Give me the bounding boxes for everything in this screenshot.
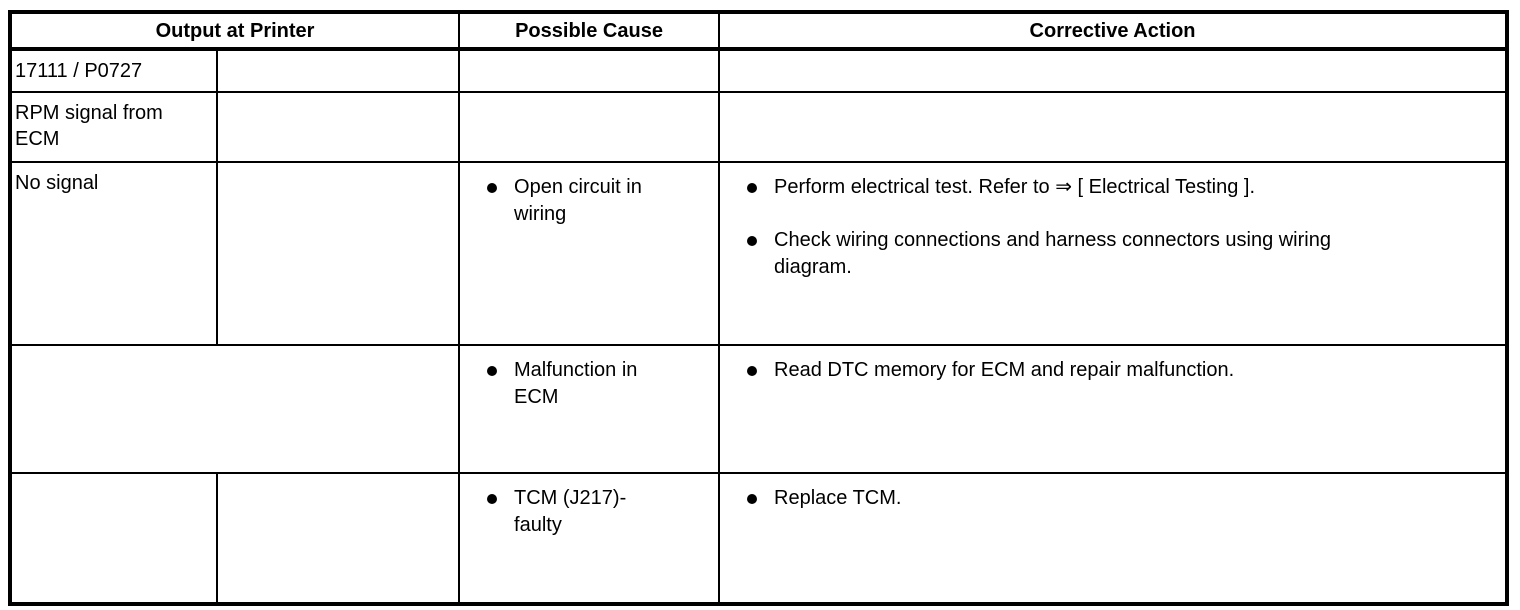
cell-dtc-description: RPM signal from ECM [9,91,218,163]
cell-dtc-code: 17111 / P0727 [9,48,218,93]
bullet-icon [487,366,498,376]
table-row-no-signal: No signal Open circuit in wiring Perform… [9,161,1509,346]
cell-empty [215,161,461,346]
action-item: Check wiring connections and harness con… [721,227,1497,281]
cell-empty [458,48,721,93]
cell-empty [458,91,721,163]
cell-empty [718,48,1509,93]
cause-item: Open circuit in wiring [461,174,710,228]
action-text: Check wiring connections and harness con… [774,229,1331,278]
header-possible-cause: Possible Cause [458,11,721,51]
cell-possible-cause: TCM (J217)- faulty [458,472,721,605]
cell-possible-cause: Open circuit in wiring [458,161,721,346]
table-row-ecm-malfunction: Malfunction in ECM Read DTC memory for E… [8,344,1509,474]
bullet-icon [747,236,758,246]
bullet-icon [747,366,758,376]
action-text: Replace TCM. [774,487,902,509]
cell-corrective-action: Read DTC memory for ECM and repair malfu… [718,344,1509,474]
cell-empty [718,91,1509,163]
action-item: Replace TCM. [721,485,1497,512]
bullet-icon [747,494,758,504]
action-text: Perform electrical test. Refer to ⇒ [ El… [774,176,1256,198]
cause-item: Malfunction in ECM [461,357,710,411]
cell-empty [215,91,461,163]
header-corrective-action: Corrective Action [718,11,1509,51]
cause-text: TCM (J217)- faulty [514,487,627,536]
bullet-icon [487,183,498,193]
cause-text: Open circuit in wiring [514,176,642,225]
action-text: Read DTC memory for ECM and repair malfu… [774,359,1235,381]
bullet-icon [487,494,498,504]
cell-empty [9,472,218,605]
cell-symptom: No signal [9,161,218,346]
cell-empty [215,48,461,93]
cell-corrective-action: Perform electrical test. Refer to ⇒ [ El… [718,161,1509,346]
table-row-dtc-description: RPM signal from ECM [9,91,1509,163]
action-item: Perform electrical test. Refer to ⇒ [ El… [721,174,1497,201]
table-row-dtc-code: 17111 / P0727 [9,48,1509,93]
cause-item: TCM (J217)- faulty [461,485,710,539]
bullet-icon [747,183,758,193]
cell-empty-merged [8,344,461,474]
header-output-at-printer: Output at Printer [8,11,461,51]
cell-possible-cause: Malfunction in ECM [458,344,721,474]
cell-empty [215,472,461,605]
table-row-tcm-faulty: TCM (J217)- faulty Replace TCM. [9,472,1509,605]
cell-corrective-action: Replace TCM. [718,472,1509,605]
table-header-row: Output at Printer Possible Cause Correct… [8,11,1509,51]
dtc-table: Output at Printer Possible Cause Correct… [8,10,1510,606]
cause-text: Malfunction in ECM [514,359,638,408]
action-item: Read DTC memory for ECM and repair malfu… [721,357,1497,384]
